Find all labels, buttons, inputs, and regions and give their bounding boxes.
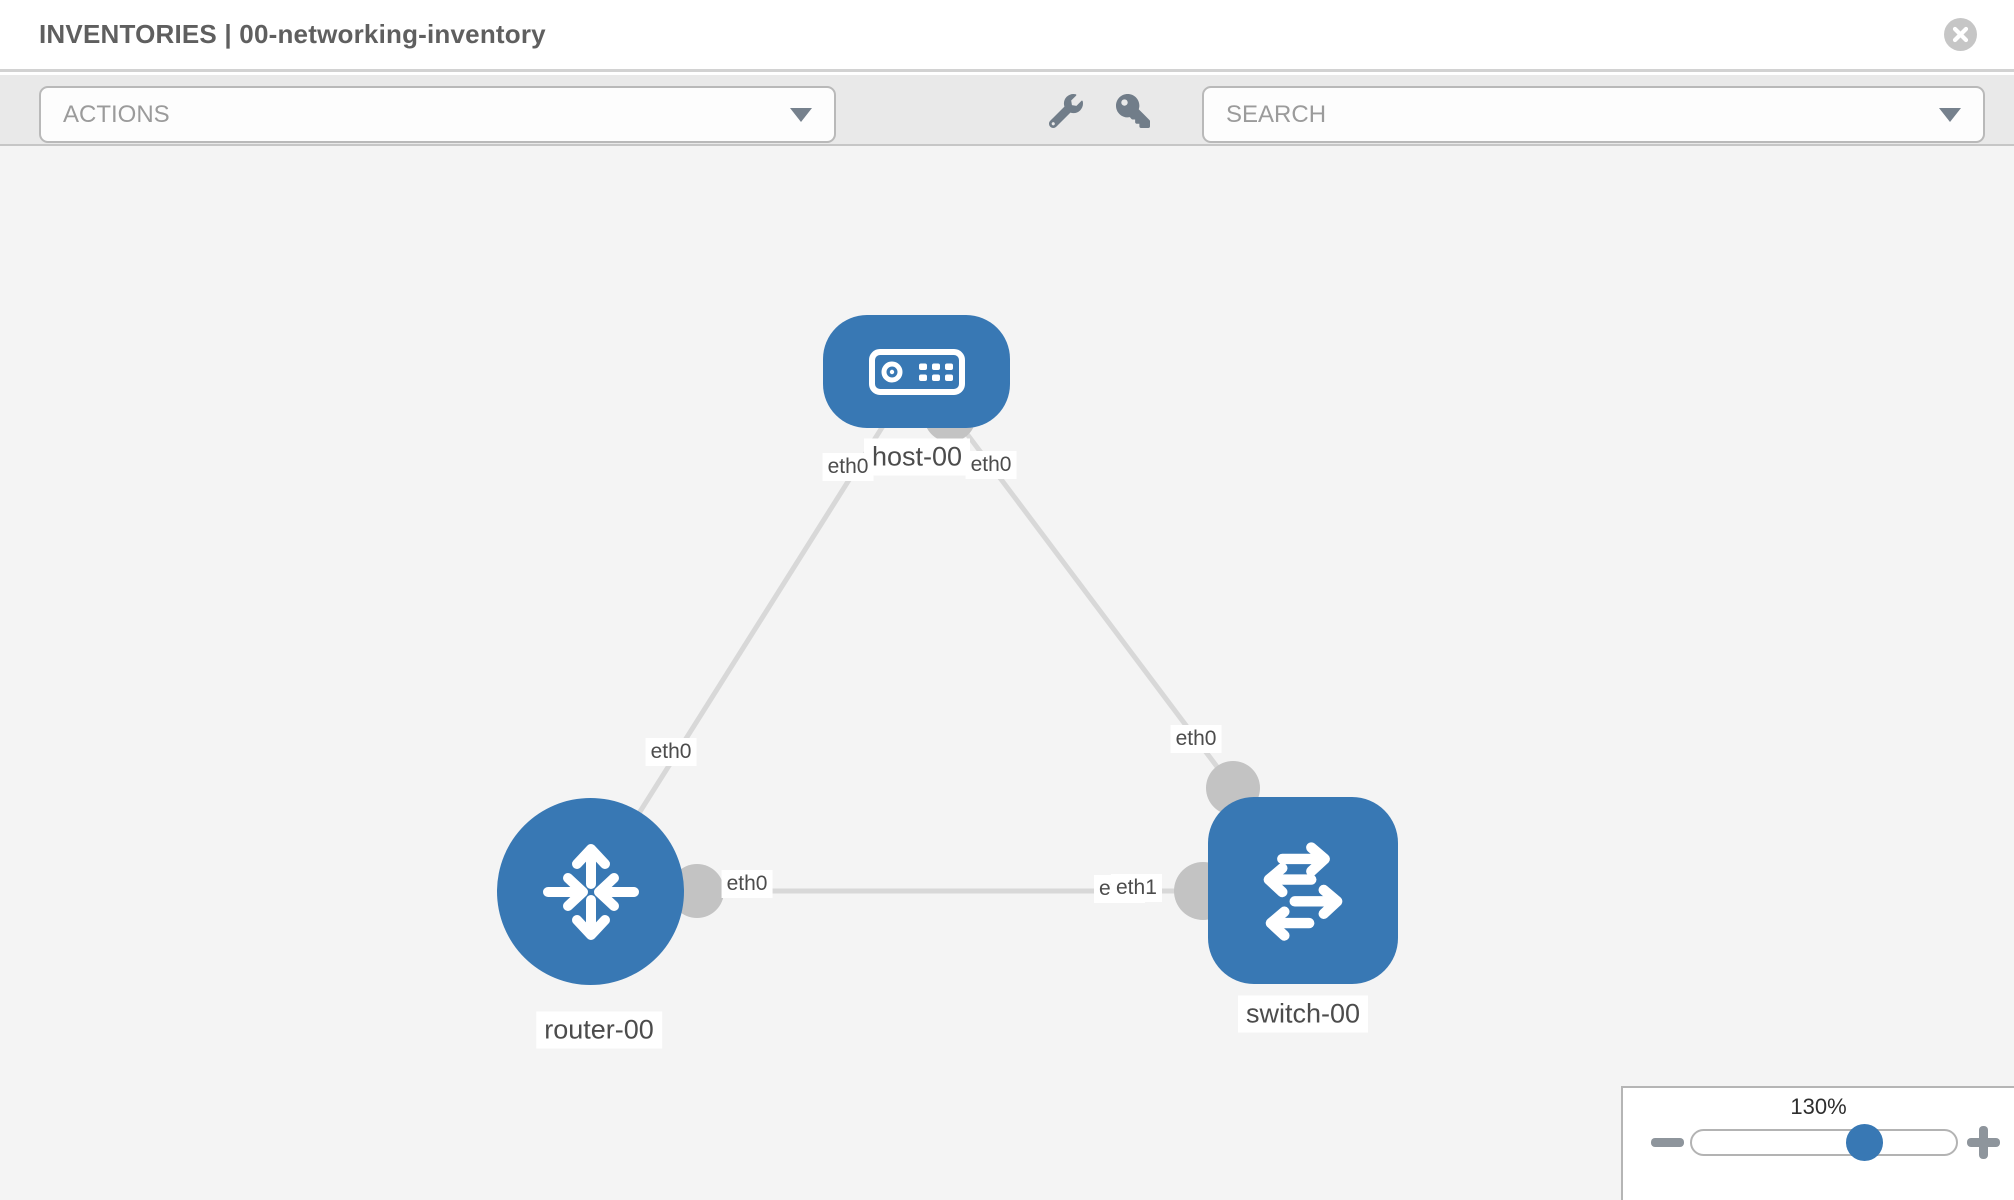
zoom-control-panel: 130% bbox=[1621, 1086, 2014, 1200]
wrench-icon bbox=[1049, 94, 1083, 128]
zoom-out-button[interactable] bbox=[1651, 1138, 1684, 1147]
topology-canvas[interactable]: host-00 router-00 switch-00 eth0 eth0 et… bbox=[0, 146, 2014, 1200]
interface-label-router-eth0: eth0 bbox=[721, 870, 773, 898]
interface-label-switch-eth1: eth1 bbox=[1111, 874, 1162, 902]
zoom-level-value: 130% bbox=[1790, 1094, 1847, 1119]
interface-label-host-eth0-right: eth0 bbox=[965, 451, 1017, 479]
close-button[interactable] bbox=[1944, 18, 1977, 51]
host-icon bbox=[868, 348, 965, 395]
zoom-slider-track[interactable] bbox=[1690, 1129, 1958, 1156]
plus-icon bbox=[1979, 1126, 1988, 1159]
chevron-down-icon bbox=[1939, 107, 1961, 122]
switch-icon bbox=[1245, 833, 1361, 949]
node-switch-00[interactable] bbox=[1208, 797, 1398, 984]
actions-dropdown[interactable]: ACTIONS bbox=[39, 86, 836, 143]
zoom-in-button[interactable] bbox=[1967, 1126, 2000, 1159]
actions-dropdown-label: ACTIONS bbox=[63, 100, 170, 128]
node-label-switch: switch-00 bbox=[1237, 995, 1369, 1033]
page-title: INVENTORIES | 00-networking-inventory bbox=[39, 19, 546, 49]
search-dropdown-label: SEARCH bbox=[1226, 100, 1327, 128]
router-icon bbox=[535, 836, 647, 948]
interface-label-host-eth0-left: eth0 bbox=[822, 453, 874, 481]
search-dropdown[interactable]: SEARCH bbox=[1202, 86, 1985, 143]
connector-router-right bbox=[670, 864, 724, 918]
node-label-host: host-00 bbox=[863, 438, 971, 476]
run-command-button[interactable] bbox=[1046, 91, 1086, 131]
interface-label-switch-eth0: eth0 bbox=[1170, 725, 1222, 753]
node-router-00[interactable] bbox=[497, 798, 684, 985]
topology-links-layer bbox=[587, 370, 1260, 920]
interface-label-router-eth0-uplink: eth0 bbox=[645, 738, 697, 766]
node-host-00[interactable] bbox=[823, 315, 1010, 428]
close-icon bbox=[1952, 26, 1969, 43]
credentials-button[interactable] bbox=[1113, 91, 1153, 131]
key-icon bbox=[1116, 94, 1150, 128]
chevron-down-icon bbox=[790, 107, 812, 122]
zoom-slider-thumb[interactable] bbox=[1846, 1124, 1883, 1161]
page-header: INVENTORIES | 00-networking-inventory bbox=[0, 0, 2014, 72]
node-label-router: router-00 bbox=[536, 1011, 662, 1049]
toolbar: ACTIONS SEARCH bbox=[0, 75, 2014, 146]
